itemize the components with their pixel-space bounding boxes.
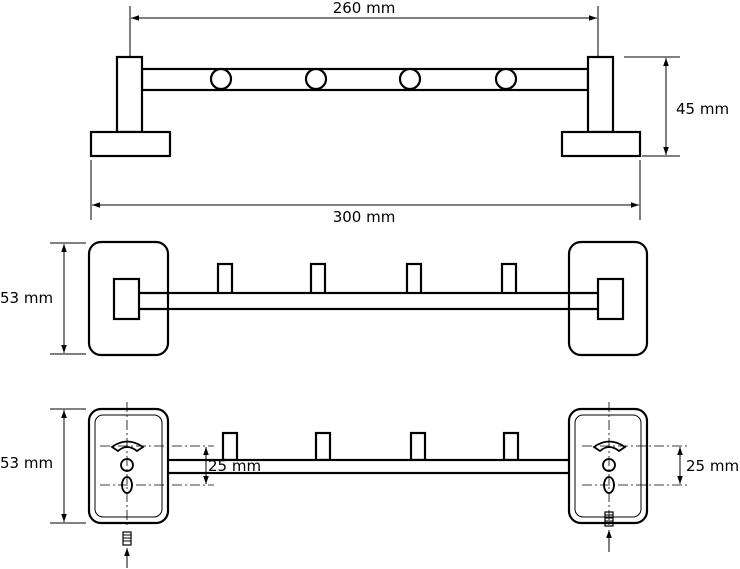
right-base [560, 130, 642, 158]
dim-hole-spacing-left: 25 mm [208, 457, 261, 475]
hook-4 [494, 67, 518, 91]
dim-hook-span: 260 mm [333, 0, 396, 17]
top-view: 53 mm [0, 240, 649, 357]
hook-1 [221, 431, 239, 462]
hook-4 [502, 431, 520, 462]
dim-hole-spacing-right: 25 mm [686, 457, 739, 475]
left-mounting-plate [87, 407, 170, 525]
hook-2 [309, 262, 327, 296]
rail [140, 67, 590, 92]
right-set-screw [604, 511, 614, 527]
hook-4 [500, 262, 518, 296]
right-mounting-plate [567, 407, 649, 525]
left-base [89, 130, 172, 158]
dim-height: 45 mm [676, 100, 729, 118]
right-keyhole-slot [592, 440, 627, 453]
dim-overall-length: 300 mm [333, 208, 396, 226]
left-plate-inner [94, 414, 163, 518]
right-plate-inner [574, 414, 642, 518]
hook-2 [314, 431, 332, 462]
dim-depth-bottom: 53 mm [0, 454, 53, 472]
left-post [112, 277, 141, 321]
back-view: 53 mm 25 mm [0, 402, 739, 568]
left-post [115, 55, 144, 134]
hook-1 [216, 262, 234, 296]
right-post [586, 55, 615, 134]
front-view: 260 mm 45 mm 300 mm [89, 0, 729, 226]
hook-1 [209, 67, 233, 91]
right-post [596, 277, 625, 321]
hook-3 [409, 431, 427, 462]
hook-2 [304, 67, 328, 91]
hook-3 [398, 67, 422, 91]
hook-3 [405, 262, 423, 296]
dim-depth-top: 53 mm [0, 289, 53, 307]
left-keyhole-slot [110, 440, 145, 453]
rail [136, 291, 602, 311]
